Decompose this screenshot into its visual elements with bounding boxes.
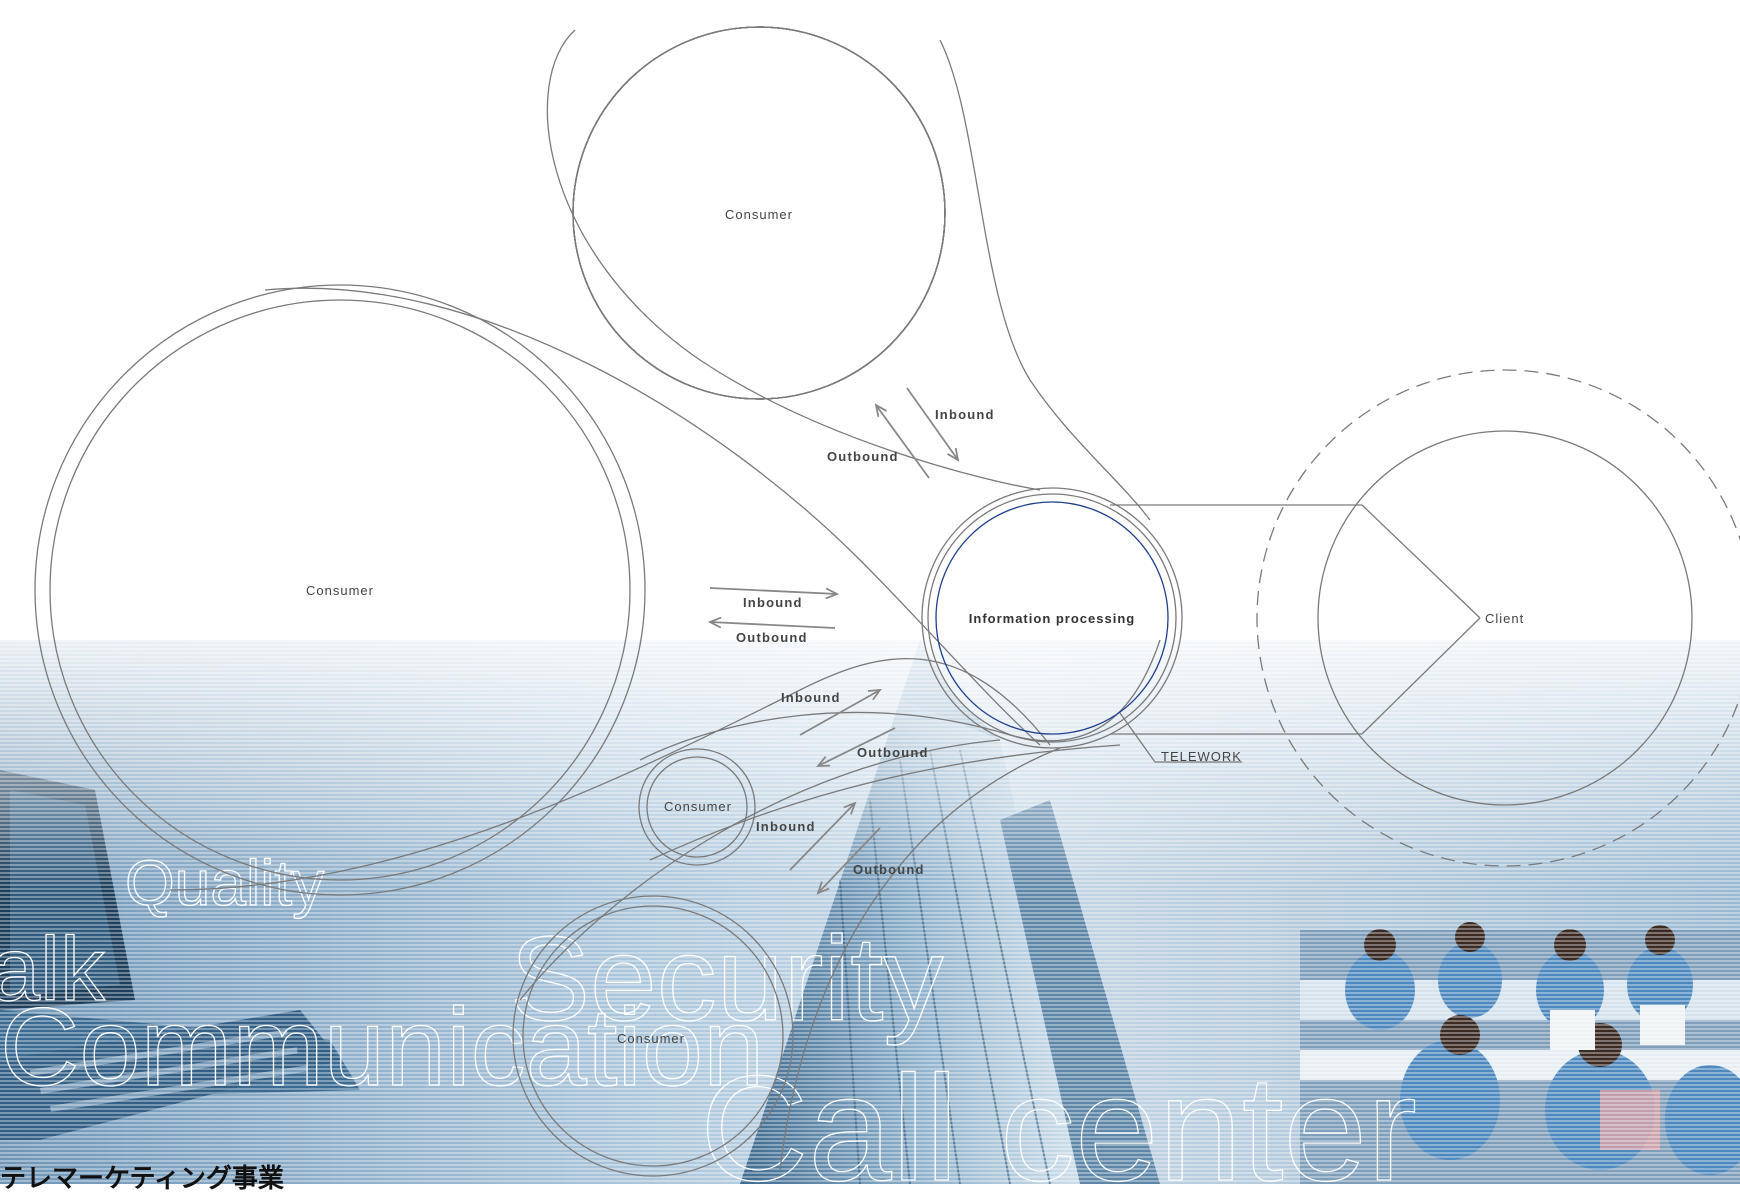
connector-bottom-top: [519, 739, 1001, 1001]
arrow-lower2-inbound: [789, 803, 855, 871]
client-dashed-ring: [1256, 369, 1740, 867]
center-outer-ring: [921, 487, 1183, 749]
left-outbound-label: Outbound: [736, 630, 808, 645]
bg-word-call-center: Call center: [700, 1044, 1417, 1184]
telework-callout-line: [1119, 712, 1242, 763]
consumer-small-ring: [638, 748, 756, 866]
section-title-telemarketing: テレマーケティング事業: [0, 1164, 284, 1194]
lower2-inbound-label: Inbound: [756, 819, 816, 834]
arrow-lower1-inbound: [799, 690, 880, 736]
connector-small-top: [639, 639, 1161, 761]
information-processing-label: Information processing: [969, 611, 1135, 626]
client-circle: [1317, 430, 1693, 806]
information-processing-ring: [935, 501, 1169, 735]
consumer-small-circle: [646, 756, 748, 858]
arrow-left-inbound: [709, 587, 837, 594]
consumer-left-ring: [34, 284, 646, 896]
consumer-bottom-ring: [512, 895, 794, 1177]
telework-label: TELEWORK: [1161, 749, 1242, 764]
lower2-outbound-label: Outbound: [853, 862, 925, 877]
top-outbound-label: Outbound: [827, 449, 899, 464]
arrow-top-outbound: [876, 405, 930, 479]
consumer-left-circle: [49, 299, 631, 881]
consumer-bottom-circle: [522, 905, 784, 1167]
arrow-top-inbound: [906, 387, 958, 460]
consumer-left-label: Consumer: [306, 583, 374, 598]
connector-small-bottom: [649, 744, 1121, 861]
left-inbound-label: Inbound: [743, 595, 803, 610]
client-label: Client: [1485, 611, 1524, 626]
connector-top-left: [546, 29, 1041, 491]
connector-bottom-bottom: [779, 747, 1061, 1171]
connector-left-bottom: [169, 657, 1051, 891]
consumer-small-label: Consumer: [664, 799, 732, 814]
connector-top-right: [939, 39, 1151, 521]
consumer-top-label: Consumer: [725, 207, 793, 222]
lower1-inbound-label: Inbound: [781, 690, 841, 705]
client-wedge-bottom: [1361, 617, 1481, 735]
arrow-lower2-outbound: [818, 827, 881, 893]
bg-word-talk: alk: [0, 920, 106, 1020]
center-mid-ring: [927, 493, 1177, 743]
top-inbound-label: Inbound: [935, 407, 995, 422]
connector-left-top: [264, 287, 1041, 746]
lower1-outbound-label: Outbound: [857, 745, 929, 760]
client-wedge-top: [1361, 504, 1481, 619]
bg-word-quality: Quality: [125, 847, 324, 919]
arrow-left-outbound: [710, 622, 836, 629]
consumer-bottom-label: Consumer: [617, 1031, 685, 1046]
arrow-lower1-outbound: [818, 727, 896, 766]
bg-word-communication: Communication: [0, 986, 764, 1109]
